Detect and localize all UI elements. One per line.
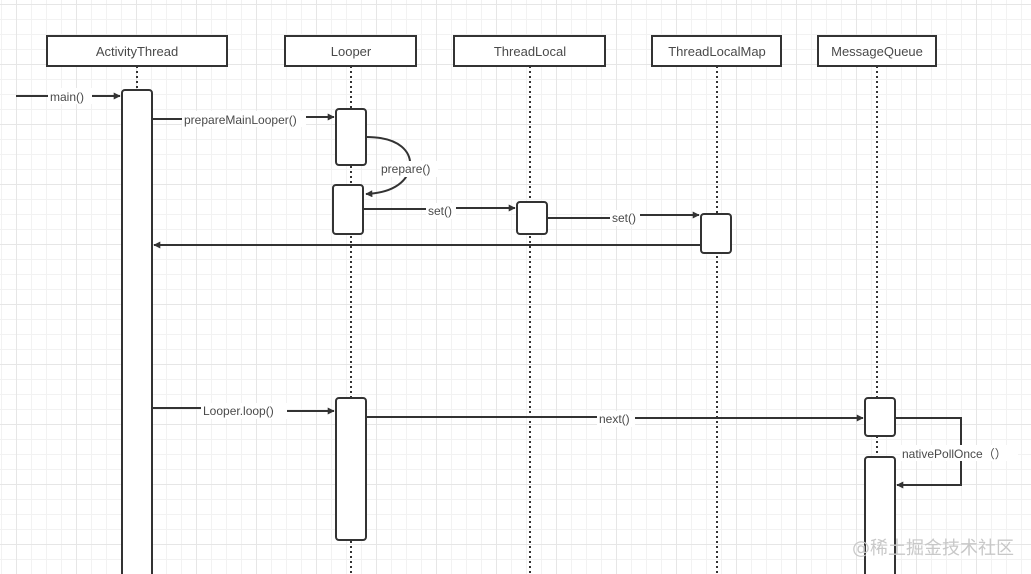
activation-looper-prepare bbox=[332, 184, 364, 235]
message-label: next() bbox=[599, 412, 630, 426]
actor-message-queue[interactable]: MessageQueue bbox=[817, 35, 937, 67]
activation-activity-thread bbox=[121, 89, 153, 574]
actor-label: ThreadLocal bbox=[494, 44, 566, 59]
actor-label: ThreadLocalMap bbox=[668, 44, 766, 59]
message-looper-loop[interactable]: Looper.loop() bbox=[152, 403, 335, 419]
message-label: prepareMainLooper() bbox=[184, 113, 297, 127]
watermark: @稀土掘金技术社区 bbox=[852, 538, 1014, 559]
message-label: set() bbox=[428, 204, 452, 218]
message-main[interactable]: main() bbox=[16, 88, 121, 104]
activation-thread-local bbox=[516, 201, 548, 235]
message-set-thread-local[interactable]: set() bbox=[363, 203, 516, 219]
actor-label: MessageQueue bbox=[831, 44, 923, 59]
actor-activity-thread[interactable]: ActivityThread bbox=[46, 35, 228, 67]
activation-message-queue-next bbox=[864, 397, 896, 437]
actor-label: ActivityThread bbox=[96, 44, 178, 59]
message-prepare-main-looper[interactable]: prepareMainLooper() bbox=[152, 111, 335, 127]
message-label: set() bbox=[612, 211, 636, 225]
message-set-thread-local-map[interactable]: set() bbox=[547, 210, 700, 226]
message-label: nativePollOnce（） bbox=[902, 447, 1007, 461]
message-label: main() bbox=[50, 90, 84, 104]
message-prepare-self[interactable]: prepare() bbox=[365, 136, 438, 198]
message-label: Looper.loop() bbox=[203, 404, 274, 418]
actor-label: Looper bbox=[331, 44, 372, 59]
actor-looper[interactable]: Looper bbox=[284, 35, 417, 67]
activation-message-queue-poll bbox=[864, 456, 896, 574]
actor-thread-local[interactable]: ThreadLocal bbox=[453, 35, 606, 67]
message-label: prepare() bbox=[381, 162, 430, 176]
message-next[interactable]: next() bbox=[366, 411, 864, 427]
message-native-poll-once-self[interactable]: nativePollOnce（） bbox=[895, 417, 1018, 489]
actor-thread-local-map[interactable]: ThreadLocalMap bbox=[651, 35, 782, 67]
activation-looper-loop bbox=[335, 397, 367, 541]
activation-thread-local-map bbox=[700, 213, 732, 254]
activation-looper-prepare-main bbox=[335, 108, 367, 166]
